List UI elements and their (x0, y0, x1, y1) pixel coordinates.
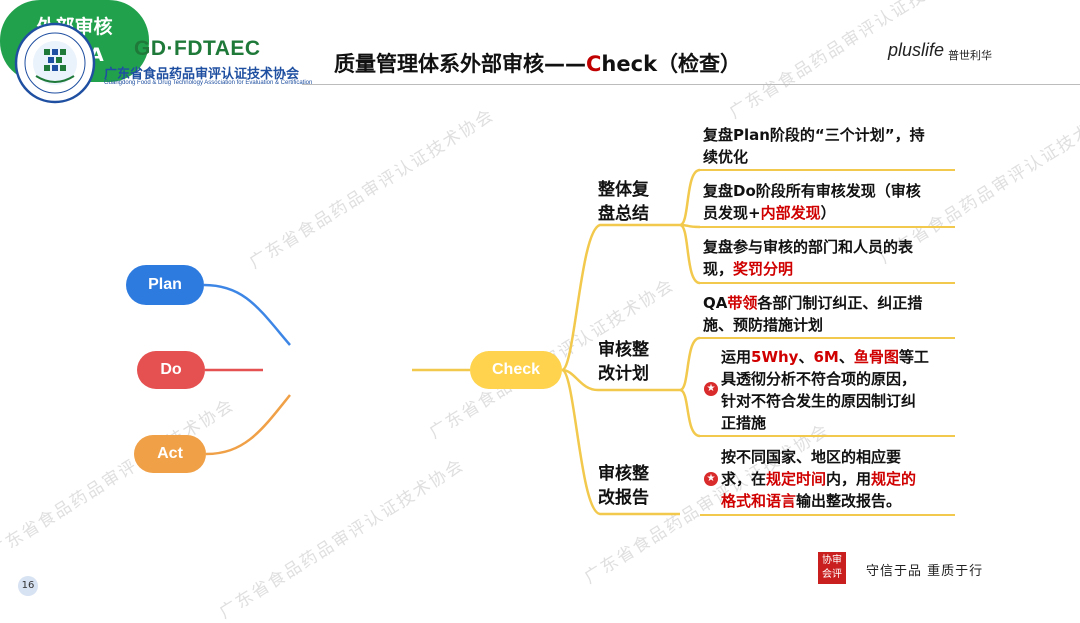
page-title: 质量管理体系外部审核——Check（检查） (334, 48, 741, 78)
item-line: 按不同国家、地区的相应要 (721, 448, 902, 466)
item-line: 具透彻分析不符合项的原因， (721, 370, 917, 388)
branch-line: 整体复 (598, 180, 649, 200)
item-text: 现， (703, 260, 734, 278)
item-line: 运用5Why、6M、鱼骨图等工 (721, 346, 929, 368)
item-highlight: 规定时间 (766, 470, 827, 488)
item-line: 复盘参与审核的部门和人员的表 (703, 238, 914, 256)
association-name-en: Guangdong Food & Drug Technology Associa… (104, 80, 313, 86)
item-underline (700, 337, 955, 339)
brand-name-cn: 普世利华 (948, 49, 992, 62)
item-line: 员发现+内部发现） (703, 202, 921, 224)
association-logo-icon (14, 22, 96, 104)
item-line: 格式和语言输出整改报告。 (721, 490, 916, 512)
branch-rectification-plan: 审核整 改计划 (598, 338, 678, 386)
branch-line: 盘总结 (598, 204, 649, 224)
item-review-people: 复盘参与审核的部门和人员的表 现，奖罚分明 (703, 236, 913, 280)
item-underline (700, 226, 955, 228)
item-text: 、 (838, 348, 854, 366)
item-text: 求，在 (721, 470, 767, 488)
branch-line: 改报告 (598, 488, 649, 508)
item-line: 现，奖罚分明 (703, 258, 913, 280)
item-text: 各部门制订纠正、纠正措 (757, 294, 923, 312)
item-text: ） (820, 204, 836, 222)
association-abbr: GD·FDTAEC (134, 37, 261, 60)
item-line: 求，在规定时间内，用规定的 (721, 468, 916, 490)
node-act: Act (134, 435, 206, 473)
item-text: 员发现+ (703, 204, 761, 222)
item-underline (700, 282, 955, 284)
seal-stamp: 协审会评 (818, 552, 846, 584)
item-highlight: 规定的 (871, 470, 917, 488)
node-do: Do (137, 351, 205, 389)
branch-summary: 整体复 盘总结 (598, 178, 678, 226)
association-name: 广东省食品药品审评认证技术协会 (104, 67, 300, 82)
item-highlight: 6M (813, 348, 839, 366)
item-line: 正措施 (721, 414, 767, 432)
node-plan: Plan (126, 265, 204, 305)
branch-line: 审核整 (598, 464, 649, 484)
star-icon: ★ (704, 382, 718, 396)
slogan: 守信于品 重质于行 (866, 564, 984, 579)
item-text: 内，用 (826, 470, 872, 488)
item-report: 按不同国家、地区的相应要 求，在规定时间内，用规定的 格式和语言输出整改报告。 (721, 446, 916, 512)
item-root-cause: 运用5Why、6M、鱼骨图等工 具透彻分析不符合项的原因， 针对不符合发生的原因… (721, 346, 929, 434)
item-text: 等工 (898, 348, 929, 366)
item-line: QA带领各部门制订纠正、纠正措 (703, 292, 922, 314)
brand-logo: pluslife (888, 40, 945, 60)
item-highlight: 5Why (751, 348, 799, 366)
item-underline (700, 169, 955, 171)
item-highlight: 带领 (727, 294, 758, 312)
item-text: 、 (798, 348, 814, 366)
item-line: 复盘Plan阶段的“三个计划”，持 (703, 126, 925, 144)
item-line: 针对不符合发生的原因制订纠 (721, 392, 917, 410)
title-highlight: C (586, 52, 602, 76)
star-icon: ★ (704, 472, 718, 486)
mindmap-connectors (203, 168, 701, 516)
item-line: 复盘Do阶段所有审核发现（审核 (703, 182, 921, 200)
item-qa-plan: QA带领各部门制订纠正、纠正措 施、预防措施计划 (703, 292, 922, 336)
item-highlight: 内部发现 (760, 204, 821, 222)
item-line: 续优化 (703, 148, 749, 166)
item-highlight: 格式和语言 (721, 492, 797, 510)
branch-rectification-report: 审核整 改报告 (598, 462, 678, 510)
item-text: QA (703, 294, 728, 312)
header-divider (302, 84, 1080, 85)
branch-line: 审核整 (598, 340, 649, 360)
item-review-do: 复盘Do阶段所有审核发现（审核 员发现+内部发现） (703, 180, 921, 224)
item-text: 输出整改报告。 (796, 492, 902, 510)
branch-line: 改计划 (598, 364, 649, 384)
item-underline (700, 435, 955, 437)
item-text: 运用 (721, 348, 752, 366)
item-highlight: 鱼骨图 (853, 348, 899, 366)
title-text: 质量管理体系外部审核—— (334, 52, 586, 76)
item-highlight: 奖罚分明 (733, 260, 794, 278)
item-review-plan: 复盘Plan阶段的“三个计划”，持 续优化 (703, 124, 925, 168)
item-underline (700, 514, 955, 516)
item-line: 施、预防措施计划 (703, 316, 824, 334)
node-check: Check (470, 351, 562, 389)
title-text-end: heck（检查） (601, 52, 742, 76)
page-number: 16 (18, 576, 38, 596)
